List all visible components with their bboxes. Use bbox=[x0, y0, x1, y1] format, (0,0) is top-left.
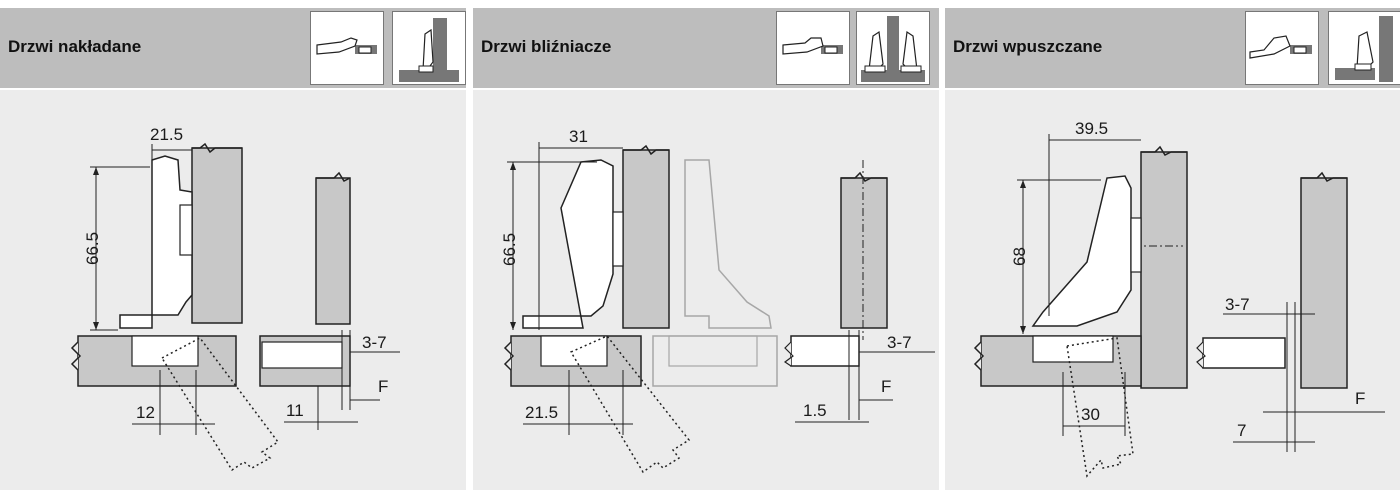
dim-gap: 3-7 bbox=[1225, 295, 1250, 314]
hinge-arm bbox=[522, 159, 614, 329]
cropped-top-text bbox=[0, 0, 1400, 8]
panel-overlay-door: Drzwi nakładane bbox=[0, 8, 466, 490]
right-door bbox=[790, 335, 860, 367]
panel-title: Drzwi bliźniacze bbox=[481, 37, 612, 56]
panel-header: Drzwi bliźniacze bbox=[473, 8, 939, 88]
hinge-side-icon bbox=[1245, 11, 1319, 85]
dim-f: F bbox=[1355, 389, 1365, 408]
dim-width-top: 21.5 bbox=[150, 125, 183, 144]
technical-drawing: 66.5 31 3-7 F 21.5 1.5 bbox=[473, 90, 939, 490]
technical-drawing: 66.5 21.5 3-7 F 12 11 bbox=[0, 90, 466, 490]
dim-bottom-left: 12 bbox=[136, 403, 155, 422]
dim-bottom-left: 21.5 bbox=[525, 403, 558, 422]
panel-title: Drzwi nakładane bbox=[8, 37, 142, 56]
panel-header: Drzwi nakładane bbox=[0, 8, 466, 88]
right-wall bbox=[840, 177, 888, 329]
hinge-arm bbox=[119, 155, 193, 329]
hinge-top-icon bbox=[392, 11, 466, 85]
dim-f: F bbox=[378, 377, 388, 396]
cup-recess bbox=[131, 335, 199, 367]
cabinet-wall bbox=[1140, 151, 1188, 389]
door-open-outline bbox=[569, 335, 691, 474]
cabinet-wall bbox=[191, 147, 243, 324]
right-door bbox=[1202, 337, 1286, 369]
dim-height: 66.5 bbox=[500, 233, 519, 266]
dim-bottom-right: 7 bbox=[1237, 421, 1246, 440]
hinge-side-icon bbox=[776, 11, 850, 85]
dim-width-top: 31 bbox=[569, 127, 588, 146]
door-open-outline bbox=[160, 337, 280, 472]
panel-title: Drzwi wpuszczane bbox=[953, 37, 1103, 56]
hinge-top-icon bbox=[856, 11, 930, 85]
right-wall bbox=[315, 177, 351, 325]
hinge-top-icon bbox=[1328, 11, 1400, 85]
technical-drawing: 68 39.5 3-7 F 7 30 bbox=[945, 90, 1400, 490]
dim-gap: 3-7 bbox=[887, 333, 912, 352]
cup-recess bbox=[1032, 335, 1114, 363]
hinge-side-icon bbox=[310, 11, 384, 85]
cup-recess bbox=[540, 335, 608, 367]
panel-inset-door: Drzwi wpuszczane bbox=[945, 8, 1400, 490]
dim-height: 68 bbox=[1010, 247, 1029, 266]
dim-bottom-left: 30 bbox=[1081, 405, 1100, 424]
dim-gap: 3-7 bbox=[362, 333, 387, 352]
hinge-arm bbox=[1031, 175, 1132, 327]
dim-bottom-right: 11 bbox=[286, 401, 304, 420]
mirror-hinge-ghost bbox=[684, 159, 772, 329]
dim-bottom-right: 1.5 bbox=[803, 401, 827, 420]
dim-f: F bbox=[881, 377, 891, 396]
panel-header: Drzwi wpuszczane bbox=[945, 8, 1400, 88]
dim-width-top: 39.5 bbox=[1075, 119, 1108, 138]
dim-height: 66.5 bbox=[83, 232, 102, 265]
right-wall bbox=[1300, 177, 1348, 389]
center-wall bbox=[622, 149, 670, 329]
panel-twin-door: Drzwi bliźniacze bbox=[473, 8, 939, 490]
